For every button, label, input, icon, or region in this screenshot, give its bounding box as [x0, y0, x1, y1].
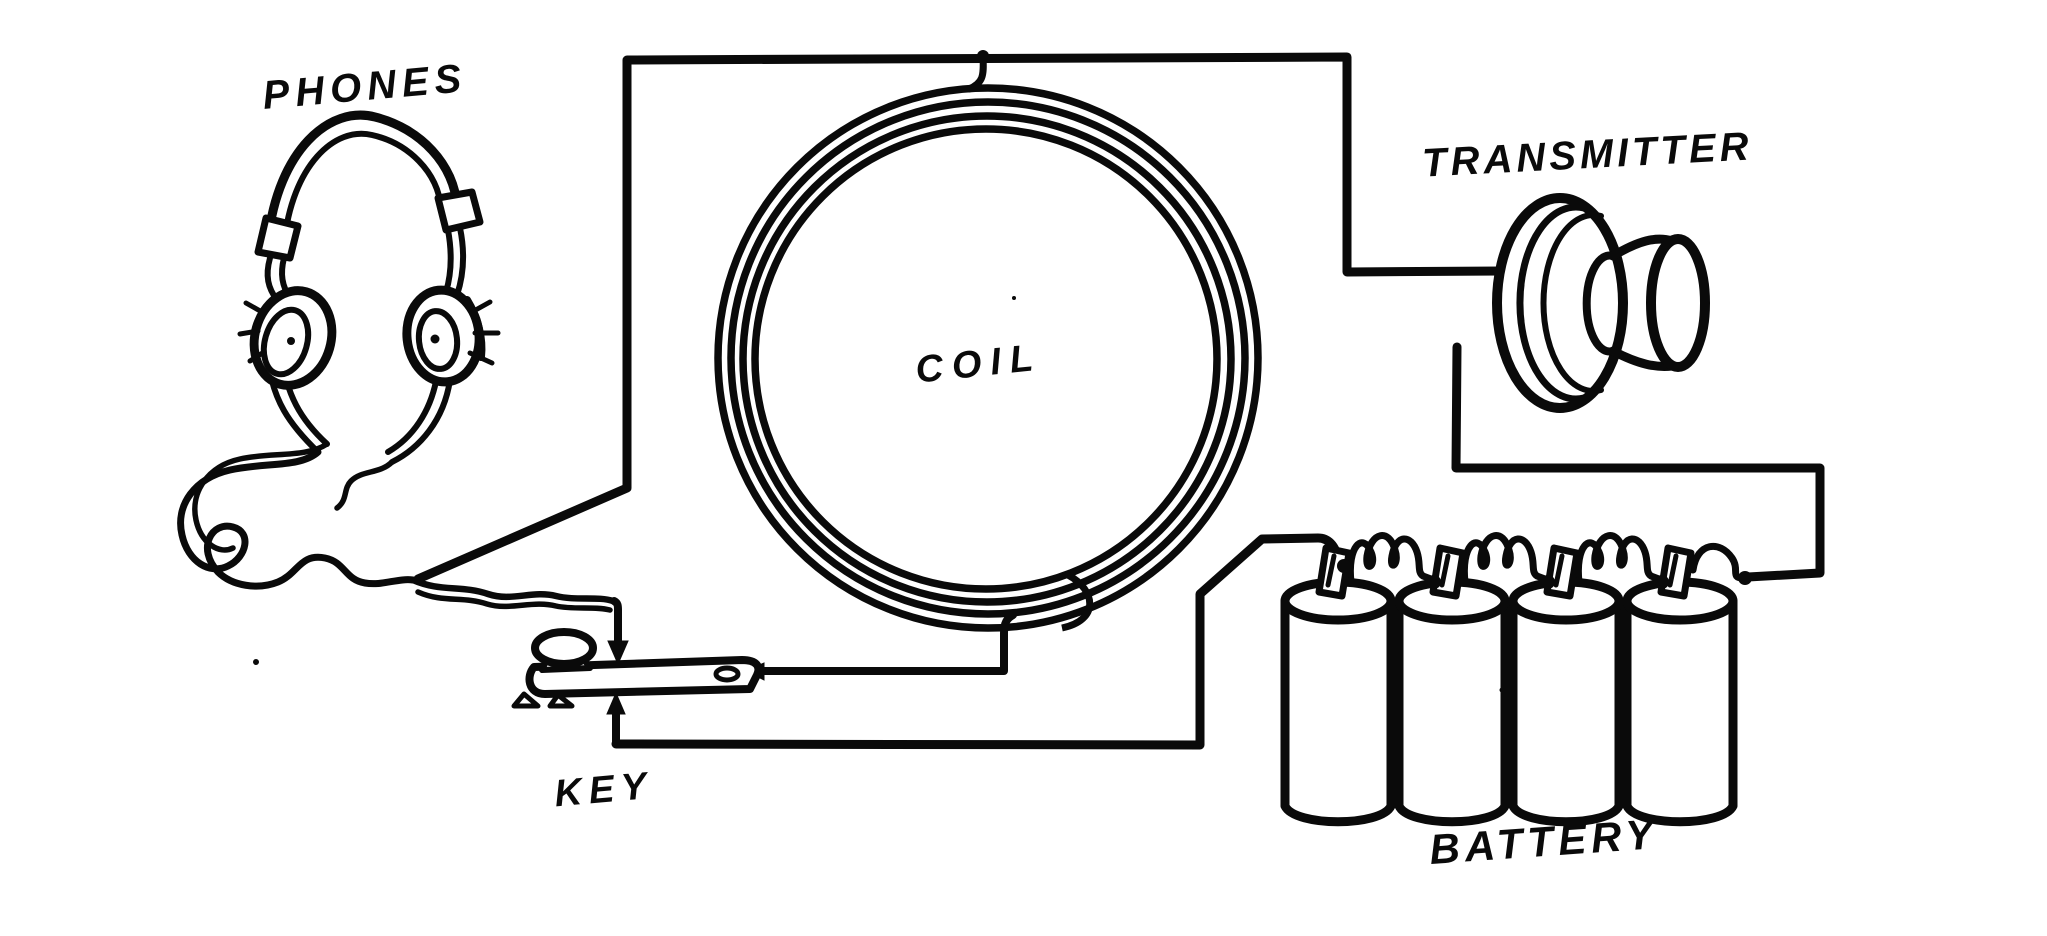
- key-lever-hole: [713, 665, 741, 683]
- coil-turn-1: [714, 84, 1262, 632]
- ink-specks: [253, 113, 1505, 693]
- wire-key-coil: [758, 611, 1017, 675]
- battery-drawing: [1280, 532, 1752, 827]
- key-label: KEY: [553, 765, 655, 815]
- battery-cell-3: [1508, 544, 1624, 827]
- phones-stem-right: [443, 227, 454, 295]
- battery-cell-2: [1394, 544, 1510, 827]
- phones-buckle-left: [254, 214, 302, 262]
- key-drawing: [511, 628, 763, 709]
- coil-winding-end: [1061, 571, 1094, 632]
- phones-earcup-left-inner: [260, 306, 312, 378]
- transmitter-drawing: [1492, 193, 1710, 413]
- key-foot-right: [547, 692, 575, 709]
- transmitter-mouth: [1646, 234, 1710, 372]
- arrow-down-line: [610, 597, 622, 648]
- phones-drawing: [177, 110, 617, 613]
- phones-earcup-left-dot: [287, 337, 295, 345]
- arrow-up-head: [606, 691, 626, 715]
- phones-cord-prongs: [237, 299, 501, 366]
- phones-buckle-right: [434, 188, 484, 234]
- phones-headband-outer: [263, 110, 462, 245]
- transmitter-rim-1: [1516, 203, 1588, 403]
- transmitter-label: TRANSMITTER: [1421, 124, 1753, 185]
- coil-drawing: [714, 84, 1262, 632]
- transmitter-rim-2: [1540, 212, 1604, 394]
- coil-label: COIL: [914, 337, 1044, 392]
- key-foot-left: [511, 691, 541, 709]
- transmitter-neck: [1582, 251, 1617, 356]
- wire-transmitter-battery: [1451, 342, 1825, 582]
- transmitter-body: [1492, 193, 1628, 413]
- phones-stem-right-2: [454, 225, 467, 298]
- battery-cell-4: [1622, 544, 1738, 827]
- battery-cell-1: [1280, 544, 1396, 827]
- battery-terminal-dots: [1337, 559, 1752, 589]
- battery-cell-connectors: [1346, 532, 1747, 586]
- phones-label: PHONES: [261, 56, 469, 118]
- wire-battery-return: [611, 533, 1344, 750]
- arrow-down-head: [607, 640, 629, 666]
- wire-junction-dot: [977, 50, 989, 62]
- phones-earcup-right-inner: [415, 308, 461, 372]
- coil-turn-4: [751, 125, 1221, 593]
- coil-turn-3: [739, 112, 1235, 606]
- wire-top-loop: [413, 52, 1507, 584]
- phones-earcup-right-dot: [430, 334, 440, 344]
- key-knob: [531, 628, 597, 668]
- phones-cord: [177, 349, 617, 613]
- coil-turn-2: [727, 98, 1249, 618]
- phones-headband-inner: [281, 130, 444, 247]
